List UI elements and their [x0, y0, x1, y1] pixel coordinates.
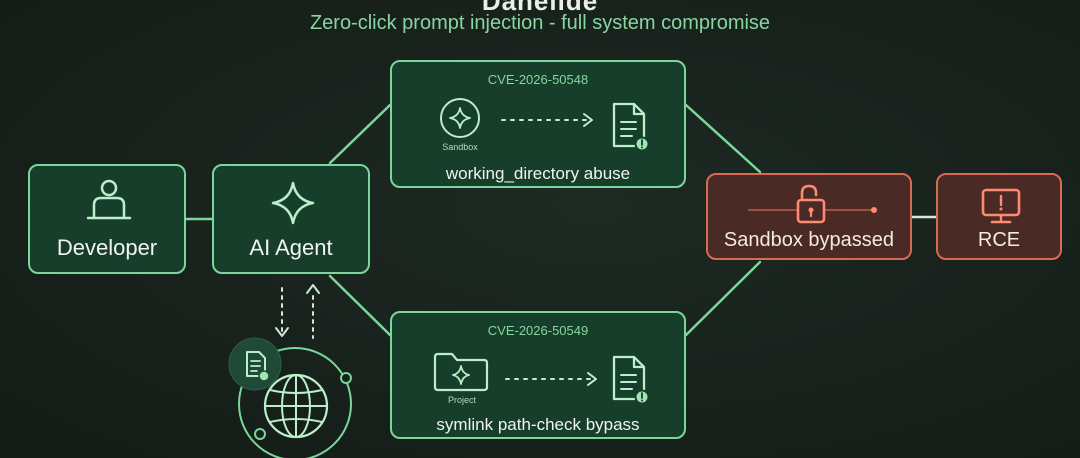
- folder-sparkle-icon: [433, 352, 489, 392]
- rce-node: RCE: [936, 173, 1062, 260]
- dotted-arrow-icon: [505, 372, 597, 386]
- unlocked-padlock-icon: [748, 184, 877, 224]
- sparkle-icon: [440, 98, 480, 138]
- user-at-laptop-icon: [86, 179, 132, 220]
- vuln-description-2: symlink path-check bypass: [436, 415, 640, 434]
- document-alert-icon: [612, 355, 650, 405]
- cve-label-1: CVE-2026-50548: [487, 72, 589, 87]
- diagram-title: Danelide: [481, 0, 599, 16]
- document-alert-icon: [612, 102, 650, 152]
- monitor-alert-icon: [981, 188, 1021, 224]
- sandbox-bypassed-label: Sandbox bypassed: [723, 229, 895, 251]
- vuln-description-1: working_directory abuse: [445, 164, 631, 183]
- ai-agent-label: AI Agent: [249, 235, 333, 260]
- globe-orbit-icon: [228, 337, 352, 458]
- project-source-label: Project: [447, 395, 476, 405]
- exploit-path-2: CVE-2026-50549 Project symlink path-chec…: [390, 311, 686, 439]
- developer-node: Developer: [28, 164, 186, 274]
- sandbox-source-label: Sandbox: [442, 142, 478, 152]
- rce-label: RCE: [977, 229, 1021, 251]
- exploit-path-1: CVE-2026-50548 Sandbox working_directory…: [390, 60, 686, 188]
- dotted-arrow-icon: [501, 113, 593, 127]
- ai-agent-node: AI Agent: [212, 164, 370, 274]
- sparkle-icon: [271, 181, 315, 225]
- developer-label: Developer: [56, 235, 158, 260]
- sandbox-bypassed-node: Sandbox bypassed: [706, 173, 912, 260]
- cve-label-2: CVE-2026-50549: [487, 323, 589, 338]
- diagram-subtitle: Zero-click prompt injection - full syste…: [309, 12, 771, 34]
